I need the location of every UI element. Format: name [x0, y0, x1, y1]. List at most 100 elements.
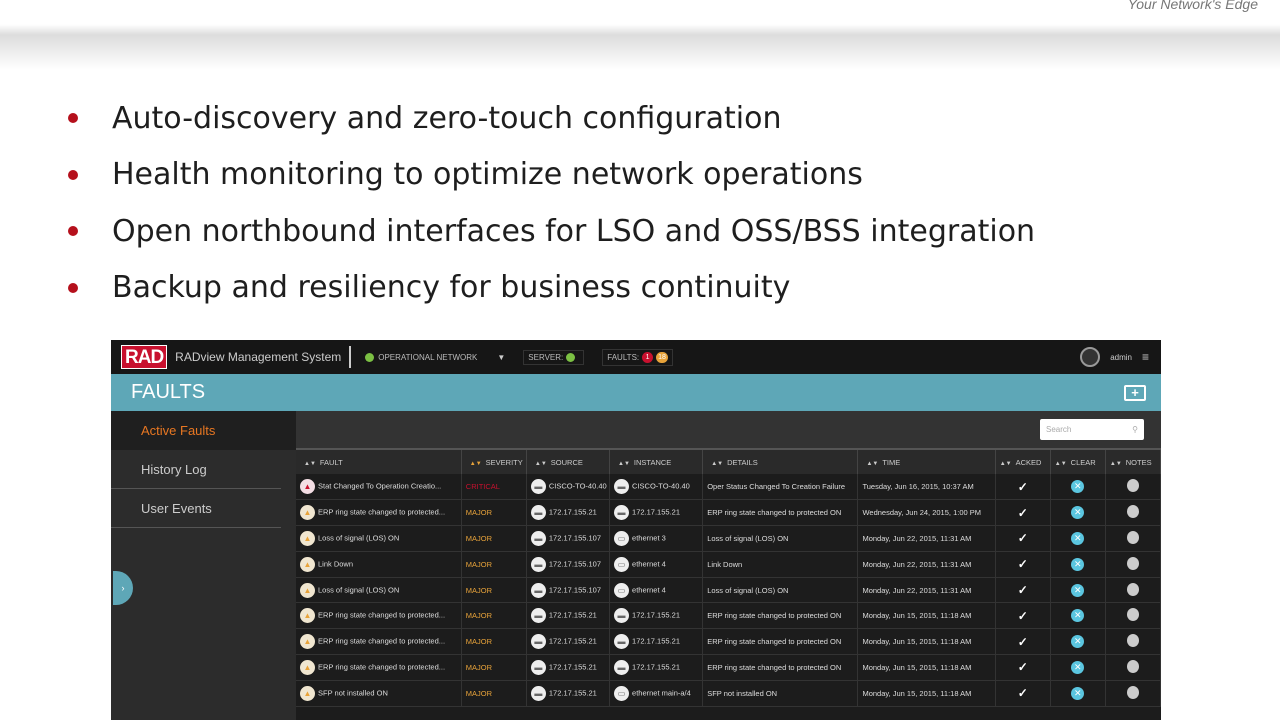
sidebar-item-history-log[interactable]: History Log — [111, 450, 281, 489]
source-text[interactable]: 172.17.155.21 — [548, 507, 597, 517]
column-header-source[interactable]: ▲▼SOURCE — [526, 450, 611, 474]
clear-icon[interactable]: ✕ — [1071, 609, 1085, 623]
acked-cell: ✓ — [995, 680, 1051, 707]
sort-icon[interactable]: ▲▼ — [1109, 460, 1122, 467]
table-row[interactable]: ▲ERP ring state changed to protected...M… — [296, 499, 1161, 527]
clear-cell: ✕ — [1050, 525, 1106, 552]
search-input[interactable]: Search⚲ — [1040, 419, 1144, 440]
column-header-severity[interactable]: ▲▼SEVERITY — [461, 450, 527, 474]
notes-icon[interactable] — [1126, 556, 1139, 570]
source-text[interactable]: 172.17.155.21 — [548, 636, 597, 646]
table-row[interactable]: ▲Stat Changed To Operation Creatio...CRI… — [296, 474, 1161, 501]
column-header-notes[interactable]: ▲▼NOTES — [1105, 450, 1161, 474]
column-header-fault[interactable]: ▲▼FAULT — [296, 450, 462, 474]
notes-icon[interactable] — [1126, 685, 1139, 699]
instance-text[interactable]: 172.17.155.21 — [632, 507, 680, 517]
instance-text[interactable]: 172.17.155.21 — [632, 636, 680, 646]
instance-text[interactable]: ethernet 3 — [632, 533, 666, 543]
instance-text[interactable]: 172.17.155.21 — [632, 610, 680, 620]
clear-icon[interactable]: ✕ — [1071, 480, 1085, 494]
source-text[interactable]: 172.17.155.107 — [548, 559, 602, 569]
check-icon[interactable]: ✓ — [1017, 557, 1028, 572]
clear-icon[interactable]: ✕ — [1071, 660, 1085, 674]
source-text[interactable]: 172.17.155.21 — [548, 688, 597, 698]
server-status[interactable]: SERVER: — [523, 349, 585, 365]
column-header-details[interactable]: ▲▼DETAILS — [702, 450, 859, 474]
instance-text[interactable]: ethernet main-a/4 — [632, 688, 691, 698]
instance-cell: ▬172.17.155.21 — [609, 654, 704, 681]
instance-text[interactable]: 172.17.155.21 — [632, 662, 680, 672]
check-icon[interactable]: ✓ — [1017, 583, 1028, 598]
check-icon[interactable]: ✓ — [1017, 608, 1028, 623]
table-row[interactable]: ▲ERP ring state changed to protected...M… — [296, 602, 1161, 630]
clear-icon[interactable]: ✕ — [1071, 557, 1085, 571]
notes-icon[interactable] — [1126, 608, 1139, 622]
severity-cell: MAJOR — [461, 499, 527, 527]
notes-cell — [1105, 680, 1161, 707]
table-row[interactable]: ▲ERP ring state changed to protected...M… — [296, 628, 1161, 656]
check-icon[interactable]: ✓ — [1017, 634, 1028, 649]
clear-icon[interactable]: ✕ — [1071, 506, 1085, 520]
notes-icon[interactable] — [1126, 505, 1139, 519]
sidebar-item-user-events[interactable]: User Events — [111, 489, 281, 528]
sort-icon[interactable]: ▲▼ — [999, 460, 1012, 467]
table-row[interactable]: ▲ERP ring state changed to protected...M… — [296, 654, 1161, 681]
source-cell: ▬172.17.155.107 — [526, 525, 611, 552]
sort-icon[interactable]: ▲▼ — [534, 460, 547, 467]
column-header-acked[interactable]: ▲▼ACKED — [995, 450, 1051, 474]
clear-icon[interactable]: ✕ — [1071, 531, 1085, 545]
notes-icon[interactable] — [1126, 479, 1139, 493]
clear-icon[interactable]: ✕ — [1071, 635, 1085, 649]
instance-text[interactable]: ethernet 4 — [632, 585, 666, 595]
sort-icon[interactable]: ▲▼ — [866, 460, 879, 467]
device-icon: ▬ — [614, 505, 630, 521]
menu-icon[interactable]: ≡ — [1141, 350, 1149, 364]
source-text[interactable]: 172.17.155.107 — [548, 585, 602, 595]
sort-icon[interactable]: ▲▼ — [469, 460, 482, 467]
notes-icon[interactable] — [1126, 634, 1139, 648]
clear-icon[interactable]: ✕ — [1071, 686, 1085, 700]
details-text: ERP ring state changed to protected ON — [707, 611, 842, 621]
bullet-item: Health monitoring to optimize network op… — [60, 147, 1035, 204]
sort-icon[interactable]: ▲▼ — [618, 460, 630, 467]
network-selector[interactable]: OPERATIONAL NETWORK▼ — [365, 352, 505, 362]
source-text[interactable]: 172.17.155.107 — [548, 533, 602, 543]
add-note-icon[interactable]: + — [1124, 384, 1146, 401]
notes-cell — [1105, 551, 1161, 578]
severity-text: MAJOR — [465, 533, 493, 543]
clear-icon[interactable]: ✕ — [1071, 583, 1085, 597]
check-icon[interactable]: ✓ — [1017, 686, 1028, 701]
sort-icon[interactable]: ▲▼ — [711, 460, 724, 467]
notes-icon[interactable] — [1126, 582, 1139, 596]
bullet-dot-icon — [68, 169, 78, 180]
details-text: Loss of signal (LOS) ON — [707, 585, 789, 595]
source-text[interactable]: 172.17.155.21 — [548, 610, 597, 620]
check-icon[interactable]: ✓ — [1017, 660, 1028, 675]
column-header-time[interactable]: ▲▼TIME — [857, 450, 996, 474]
avatar[interactable] — [1080, 347, 1101, 367]
check-icon[interactable]: ✓ — [1017, 531, 1028, 546]
check-icon[interactable]: ✓ — [1017, 505, 1028, 520]
source-text[interactable]: CISCO-TO-40.40 — [548, 481, 607, 491]
column-header-instance[interactable]: ▲▼INSTANCE — [609, 450, 704, 474]
notes-cell — [1105, 654, 1161, 681]
fault-text: Loss of signal (LOS) ON — [318, 585, 400, 595]
sidebar-toggle-icon[interactable]: › — [113, 571, 133, 605]
notes-icon[interactable] — [1126, 530, 1139, 544]
sidebar-item-active-faults[interactable]: Active Faults — [111, 411, 296, 450]
notes-icon[interactable] — [1126, 659, 1139, 673]
column-header-clear[interactable]: ▲▼CLEAR — [1050, 450, 1106, 474]
bullet-dot-icon — [68, 282, 78, 293]
instance-cell: ▬CISCO-TO-40.40 — [609, 474, 704, 501]
sort-icon[interactable]: ▲▼ — [304, 460, 316, 467]
source-text[interactable]: 172.17.155.21 — [548, 662, 597, 672]
check-icon[interactable]: ✓ — [1017, 479, 1028, 494]
instance-text[interactable]: ethernet 4 — [632, 559, 666, 569]
instance-text[interactable]: CISCO-TO-40.40 — [632, 481, 690, 491]
sort-icon[interactable]: ▲▼ — [1054, 460, 1067, 467]
